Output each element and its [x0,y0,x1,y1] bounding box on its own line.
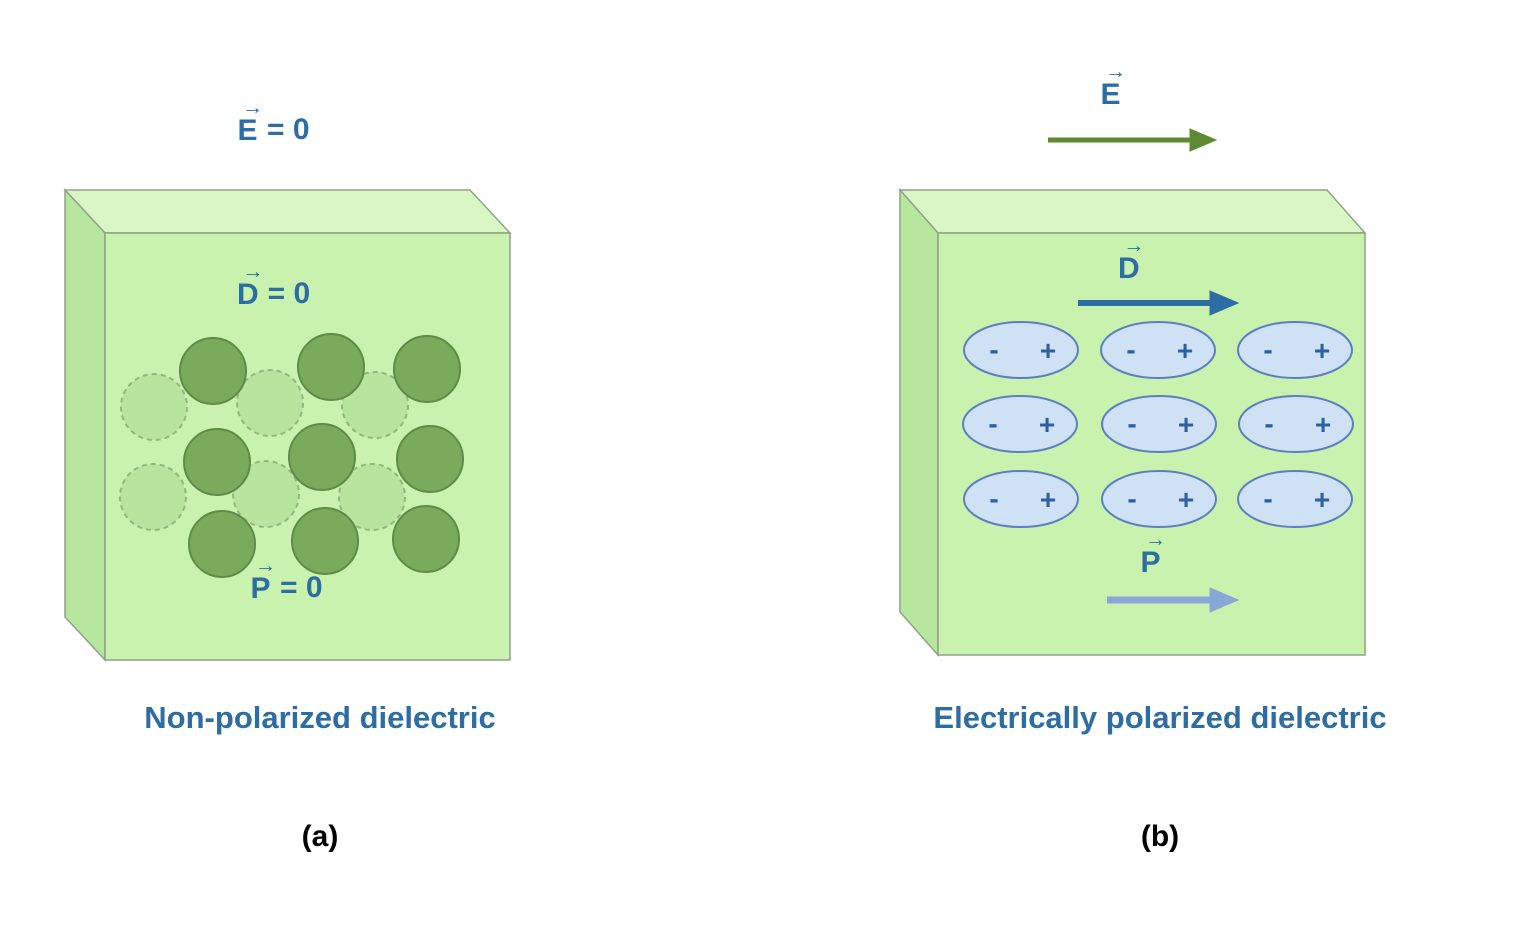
ghost-molecule-circle [338,463,406,531]
vector-arrow-icon: → [1123,234,1145,257]
minus-sign: - [1263,334,1272,365]
minus-sign: - [1263,483,1272,514]
p-arrow-head [1209,587,1240,613]
d-field-label: → D [1118,235,1144,285]
minus-sign: - [1126,334,1135,365]
p-zero-suffix: = 0 [280,571,323,604]
slab-b-left-face [899,188,939,657]
ghost-molecule-circle [119,463,187,531]
minus-sign: - [988,408,997,439]
dipole-ellipse [1237,470,1353,528]
vector-arrow-icon: → [242,260,264,283]
p-field-label: → P [1140,529,1166,579]
vector-arrow-icon: → [255,554,276,577]
d-arrow-head [1209,290,1240,316]
molecule-circle [179,337,247,405]
p-letter: P [1140,546,1161,579]
slab-a-left-face [64,188,106,662]
minus-sign: - [1264,408,1273,439]
dipole-ellipse [1101,395,1217,453]
e-field-label: → E [1100,61,1126,111]
ghost-molecule-circle [120,373,188,441]
dipole-ellipse [1238,395,1354,453]
molecule-circle [288,423,356,491]
molecule-grid [119,333,464,578]
panel-b-caption: (b) [1140,820,1180,853]
vector-d: → D [1118,235,1144,285]
dipole-grid: - + - + - + - + - + - + - + - + - + [962,321,1354,528]
ghost-molecule-circle [236,369,304,437]
dipole-ellipse [1237,321,1353,379]
minus-sign: - [989,483,998,514]
dipole-ellipse [963,470,1079,528]
plus-sign: + [1178,484,1194,515]
plus-sign: + [1314,335,1330,366]
plus-sign: + [1314,484,1330,515]
molecule-circle [188,510,256,578]
panel-a-caption: (a) [301,820,339,853]
dipole-ellipse [1100,321,1216,379]
e-field-arrow [1048,128,1218,152]
plus-sign: + [1178,409,1194,440]
minus-sign: - [1127,408,1136,439]
d-letter: D [1118,252,1140,285]
vector-arrow-icon: → [242,96,263,119]
molecule-circle [297,333,365,401]
molecule-circle [183,428,251,496]
d-zero-suffix: = 0 [267,277,311,310]
e-letter: E [1100,78,1121,111]
vector-d: → D [237,261,263,311]
d-letter: D [237,278,259,311]
plus-sign: + [1039,409,1055,440]
p-letter: P [250,572,271,605]
e-letter: E [237,114,258,147]
plus-sign: + [1177,335,1193,366]
vector-arrow-icon: → [1105,60,1126,83]
dipole-ellipse [1101,470,1217,528]
slab-a-top-face [63,189,512,234]
molecule-circle [396,425,464,493]
dipole-ellipse [962,395,1078,453]
vector-e: → E [1100,61,1126,111]
ghost-molecule-circle [232,460,300,528]
dipole-ellipse [963,321,1079,379]
vector-e: → E [237,97,263,147]
p-zero-label: → P = 0 [250,555,323,605]
p-field-arrow [1107,587,1240,613]
vector-arrow-icon: → [1145,528,1166,551]
vector-p: → P [1140,529,1166,579]
molecule-circle [392,505,460,573]
e-zero-suffix: = 0 [267,113,310,146]
d-zero-label: → D = 0 [237,261,311,311]
panel-b-title: Electrically polarized dielectric [933,700,1387,735]
minus-sign: - [989,334,998,365]
vector-p: → P [250,555,276,605]
ghost-molecule-circle [341,371,409,439]
e-zero-label: → E = 0 [237,97,310,147]
d-field-arrow [1078,290,1240,316]
e-arrow-head [1189,128,1218,152]
slab-b-top-face [898,189,1367,234]
molecule-circle [393,335,461,403]
minus-sign: - [1127,483,1136,514]
plus-sign: + [1315,409,1331,440]
plus-sign: + [1040,484,1056,515]
panel-a-title: Non-polarized dielectric [144,700,496,735]
plus-sign: + [1040,335,1056,366]
molecule-circle [291,507,359,575]
